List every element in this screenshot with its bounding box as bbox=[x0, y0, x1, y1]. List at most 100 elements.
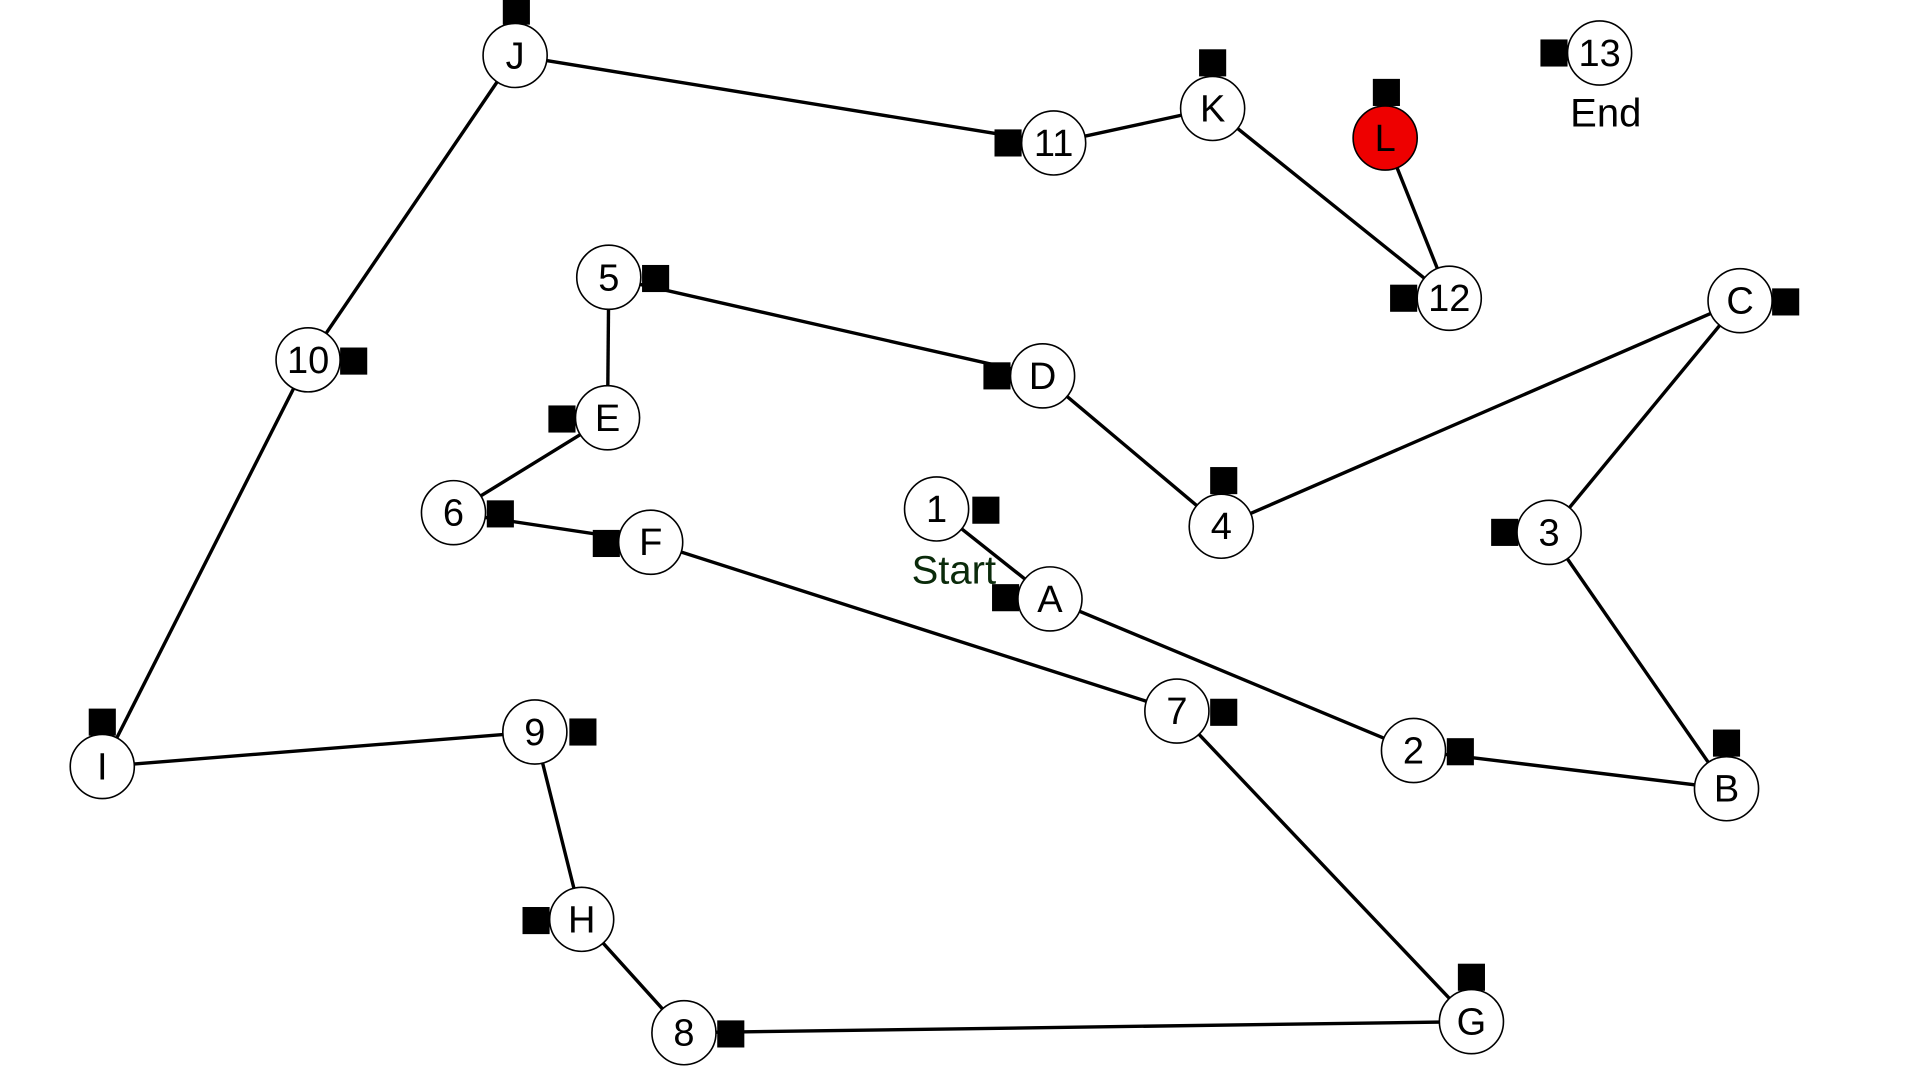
node-circle bbox=[482, 22, 548, 89]
marker-1 bbox=[972, 496, 1000, 524]
marker-4 bbox=[1210, 467, 1238, 495]
node-b[interactable]: B bbox=[1693, 755, 1760, 822]
marker-k bbox=[1199, 49, 1227, 77]
node-label: C bbox=[1726, 281, 1753, 323]
node-5[interactable]: 5 bbox=[575, 244, 642, 311]
node-label: 13 bbox=[1578, 33, 1620, 75]
node-circle bbox=[1438, 988, 1505, 1055]
start-caption: Start bbox=[912, 549, 996, 593]
marker-13 bbox=[1540, 39, 1568, 67]
node-label: G bbox=[1457, 1002, 1487, 1044]
connection-i-10 bbox=[100, 359, 310, 768]
node-label: L bbox=[1375, 118, 1396, 160]
marker-2 bbox=[1446, 738, 1474, 766]
marker-e bbox=[548, 405, 576, 433]
node-d[interactable]: D bbox=[1009, 343, 1076, 409]
node-8[interactable]: 8 bbox=[651, 999, 717, 1066]
marker-5 bbox=[642, 264, 670, 293]
node-circle bbox=[1179, 75, 1246, 142]
node-circle bbox=[1566, 20, 1633, 86]
connection-c-4 bbox=[1220, 299, 1741, 528]
node-i[interactable]: I bbox=[69, 733, 136, 800]
node-12[interactable]: 12 bbox=[1416, 265, 1483, 332]
node-circle bbox=[575, 244, 642, 311]
node-circle bbox=[1693, 755, 1760, 822]
node-circle bbox=[1707, 267, 1773, 334]
marker-c bbox=[1772, 288, 1800, 316]
node-circle bbox=[1020, 110, 1087, 176]
node-label: F bbox=[639, 522, 662, 564]
marker-8 bbox=[717, 1020, 745, 1048]
node-10[interactable]: 10 bbox=[275, 327, 341, 393]
marker-11 bbox=[994, 129, 1022, 157]
node-a[interactable]: A bbox=[1017, 566, 1083, 632]
marker-6 bbox=[486, 500, 514, 528]
marker-g bbox=[1457, 963, 1485, 991]
marker-3 bbox=[1491, 518, 1519, 546]
node-label: E bbox=[595, 398, 620, 440]
node-circle bbox=[651, 999, 717, 1066]
node-circle bbox=[275, 327, 341, 393]
marker-f bbox=[592, 529, 620, 558]
node-circle bbox=[1017, 566, 1083, 632]
node-c[interactable]: C bbox=[1707, 267, 1773, 334]
node-label: A bbox=[1037, 579, 1063, 621]
node-9[interactable]: 9 bbox=[501, 699, 568, 765]
node-label: D bbox=[1029, 356, 1056, 398]
node-k[interactable]: K bbox=[1179, 75, 1246, 142]
node-label: 5 bbox=[598, 257, 619, 299]
node-4[interactable]: 4 bbox=[1188, 493, 1255, 560]
node-circle bbox=[574, 384, 641, 451]
node-label: 6 bbox=[443, 493, 464, 535]
node-h[interactable]: H bbox=[548, 886, 615, 953]
markers-layer bbox=[88, 0, 1800, 1048]
marker-b bbox=[1712, 729, 1741, 757]
node-6[interactable]: 6 bbox=[420, 479, 487, 546]
connection-b-3 bbox=[1547, 531, 1728, 790]
node-circle bbox=[1009, 343, 1076, 409]
node-2[interactable]: 2 bbox=[1380, 717, 1447, 784]
captions-layer: Start End bbox=[912, 91, 1642, 592]
marker-10 bbox=[340, 347, 368, 375]
node-circle bbox=[903, 476, 970, 542]
node-7[interactable]: 7 bbox=[1144, 678, 1210, 744]
node-label: 7 bbox=[1166, 691, 1187, 733]
marker-j bbox=[502, 0, 530, 25]
node-label: K bbox=[1200, 88, 1225, 130]
node-circle bbox=[1416, 265, 1483, 332]
node-11[interactable]: 11 bbox=[1020, 110, 1087, 176]
node-circle bbox=[501, 699, 568, 765]
node-label: J bbox=[506, 35, 525, 77]
node-f[interactable]: F bbox=[617, 509, 684, 576]
end-caption: End bbox=[1570, 91, 1641, 135]
connection-d-5 bbox=[608, 275, 1043, 378]
connection-a-2 bbox=[1049, 597, 1415, 753]
node-circle bbox=[1144, 678, 1210, 744]
node-circle bbox=[1380, 717, 1447, 784]
node-l[interactable]: L bbox=[1352, 105, 1419, 171]
marker-l bbox=[1372, 78, 1400, 106]
marker-9 bbox=[569, 718, 597, 746]
node-circle bbox=[1352, 105, 1419, 171]
node-label: 9 bbox=[524, 712, 545, 754]
connection-g-8 bbox=[683, 1019, 1472, 1035]
node-3[interactable]: 3 bbox=[1516, 499, 1582, 566]
node-e[interactable]: E bbox=[574, 384, 641, 451]
node-label: 8 bbox=[673, 1013, 694, 1055]
marker-7 bbox=[1210, 698, 1238, 726]
marker-i bbox=[88, 708, 116, 736]
node-g[interactable]: G bbox=[1438, 988, 1505, 1055]
marker-d bbox=[983, 362, 1011, 390]
node-label: 10 bbox=[287, 340, 329, 382]
node-j[interactable]: J bbox=[482, 22, 548, 89]
node-label: 12 bbox=[1428, 278, 1470, 320]
node-label: B bbox=[1714, 769, 1739, 811]
node-13[interactable]: 13 bbox=[1566, 20, 1633, 86]
connection-4-d bbox=[1041, 374, 1223, 528]
node-1[interactable]: 1 bbox=[903, 476, 970, 542]
connection-k-12 bbox=[1211, 107, 1451, 300]
node-circle bbox=[1188, 493, 1255, 560]
connection-9-i bbox=[102, 730, 535, 769]
node-label: 2 bbox=[1403, 731, 1424, 773]
